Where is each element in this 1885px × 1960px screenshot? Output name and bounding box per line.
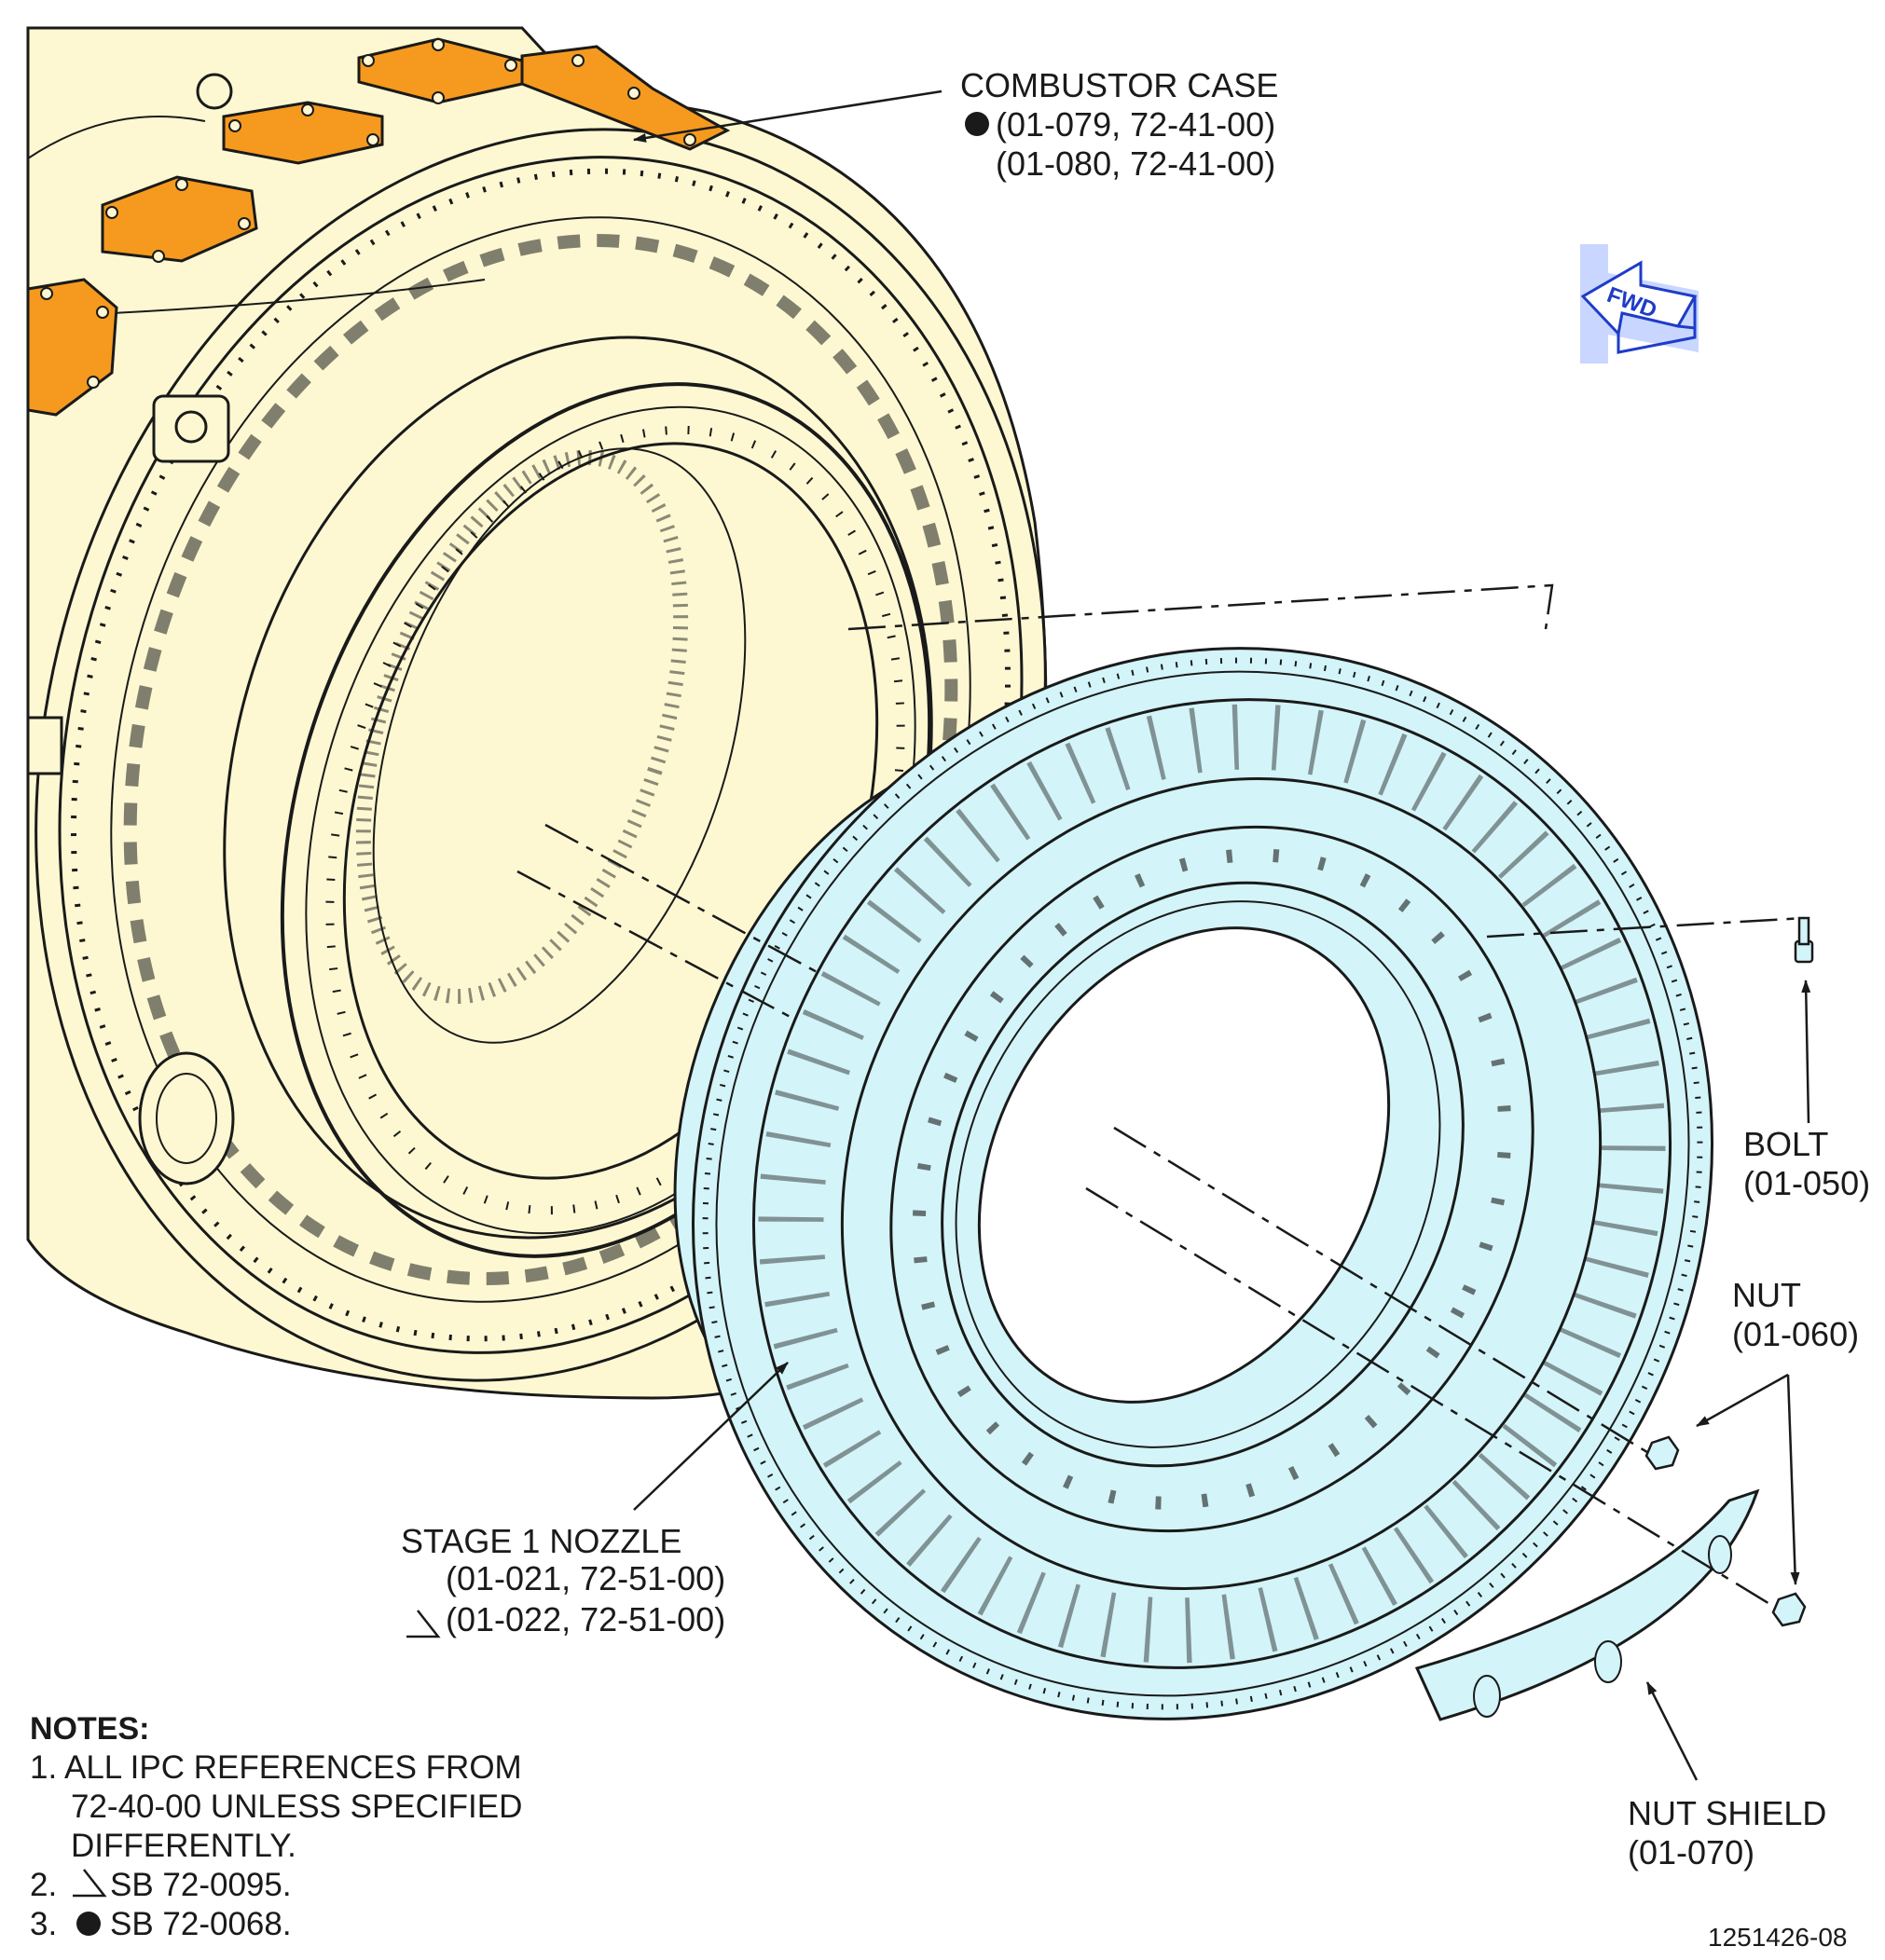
- assembly-centerlines: [516, 583, 1805, 1610]
- centerline-top: [847, 583, 1554, 631]
- nozzle-outer-band: [715, 670, 1690, 1697]
- combustor-igniter-port-inner: [156, 1073, 217, 1164]
- combustor-igniter-port: [138, 1051, 235, 1186]
- notes-bullet-icon: [76, 1912, 101, 1936]
- centerline-bolt: [1486, 916, 1805, 939]
- nut-shield-ref: (01-070): [1628, 1833, 1754, 1871]
- notes-line-5-number: 3.: [30, 1906, 57, 1942]
- combustor-side-edge: [27, 116, 206, 159]
- cover-plate-3: [222, 101, 384, 165]
- nozzle-vanes: [758, 704, 1666, 1664]
- nut-part-upper: [1644, 1435, 1680, 1471]
- combustor-case-title: COMBUSTOR CASE: [960, 66, 1278, 104]
- combustor-fuel-tubes: [355, 449, 689, 1005]
- bolt-part: [1794, 916, 1814, 964]
- leader-nut-lower: [1786, 1374, 1800, 1585]
- stage1-nozzle-drawing: [673, 647, 1713, 1720]
- nut-title: NUT: [1732, 1276, 1801, 1314]
- notes-line-3: DIFFERENTLY.: [71, 1828, 296, 1864]
- fwd-arrow-outline: [1580, 260, 1698, 337]
- nozzle-vane-ring-inner: [840, 777, 1603, 1590]
- notes-line-4-number: 2.: [30, 1867, 57, 1903]
- notes-triangle-icon: [73, 1869, 107, 1898]
- nozzle-inner-lip-2: [955, 900, 1441, 1448]
- cover-plate-bolts: [40, 38, 696, 389]
- centerline-lower-left: [516, 870, 798, 1022]
- nut-shield-hole-1: [1473, 1675, 1501, 1718]
- nozzle-inner-lip: [941, 881, 1465, 1468]
- nut-part-lower: [1771, 1592, 1807, 1627]
- nut-shield-hole-2: [1594, 1640, 1622, 1683]
- combustor-boss-1-hole: [174, 410, 208, 444]
- nozzle-inner-flange: [889, 825, 1534, 1533]
- cover-plate-2: [520, 45, 731, 151]
- centerline-upper-left: [544, 823, 821, 976]
- combustor-case-ref-2: (01-080, 72-41-00): [996, 144, 1275, 183]
- centerline-nut-lower: [1085, 1186, 1777, 1610]
- combustor-boss-1: [152, 394, 230, 463]
- stage1-nozzle-ref-1: (01-021, 72-51-00): [446, 1559, 725, 1597]
- leader-bolt: [1801, 980, 1811, 1124]
- revision-triangle-icon: [406, 1610, 441, 1638]
- leader-lines: [633, 89, 1811, 1781]
- stage1-nozzle-ref-2: (01-022, 72-51-00): [446, 1600, 725, 1638]
- combustor-case-ref-1: (01-079, 72-41-00): [996, 105, 1275, 144]
- bullet-symbol-icon: [965, 112, 989, 136]
- leader-combustor-case: [633, 89, 942, 143]
- nozzle-bore: [977, 926, 1391, 1404]
- stage1-nozzle-title: STAGE 1 NOZZLE: [401, 1522, 681, 1560]
- leader-stage1-nozzle: [633, 1362, 789, 1511]
- bolt-ref: (01-050): [1743, 1164, 1870, 1202]
- figure-id: 1251426-08: [1708, 1923, 1847, 1952]
- nozzle-vane-ring-outer: [752, 698, 1672, 1669]
- nut-ref: (01-060): [1732, 1315, 1859, 1353]
- leader-nut-shield: [1645, 1681, 1699, 1781]
- notes-title: NOTES:: [30, 1711, 149, 1747]
- notes-line-1: 1. ALL IPC REFERENCES FROM: [30, 1749, 522, 1786]
- combustor-boss-2: [196, 73, 233, 110]
- nut-shield-hole-3: [1708, 1535, 1732, 1574]
- centerline-nut-upper: [1113, 1126, 1651, 1456]
- nozzle-outer-bolts: [702, 657, 1703, 1710]
- notes-line-4-text: SB 72-0095.: [110, 1867, 292, 1903]
- leader-nut-upper: [1696, 1373, 1789, 1428]
- notes-line-2: 72-40-00 UNLESS SPECIFIED: [71, 1789, 522, 1825]
- cover-plate-4: [101, 175, 258, 263]
- fwd-arrow-icon: FWD: [1580, 244, 1699, 363]
- combustor-boss-3: [26, 716, 63, 775]
- nut-shield-title: NUT SHIELD: [1628, 1794, 1826, 1832]
- bolt-title: BOLT: [1743, 1125, 1828, 1163]
- nut-shield-part: [1414, 1488, 1760, 1721]
- nozzle-inner-holes: [912, 848, 1512, 1510]
- combustor-inner-bore: [372, 447, 747, 1044]
- notes-line-5-text: SB 72-0068.: [110, 1906, 292, 1942]
